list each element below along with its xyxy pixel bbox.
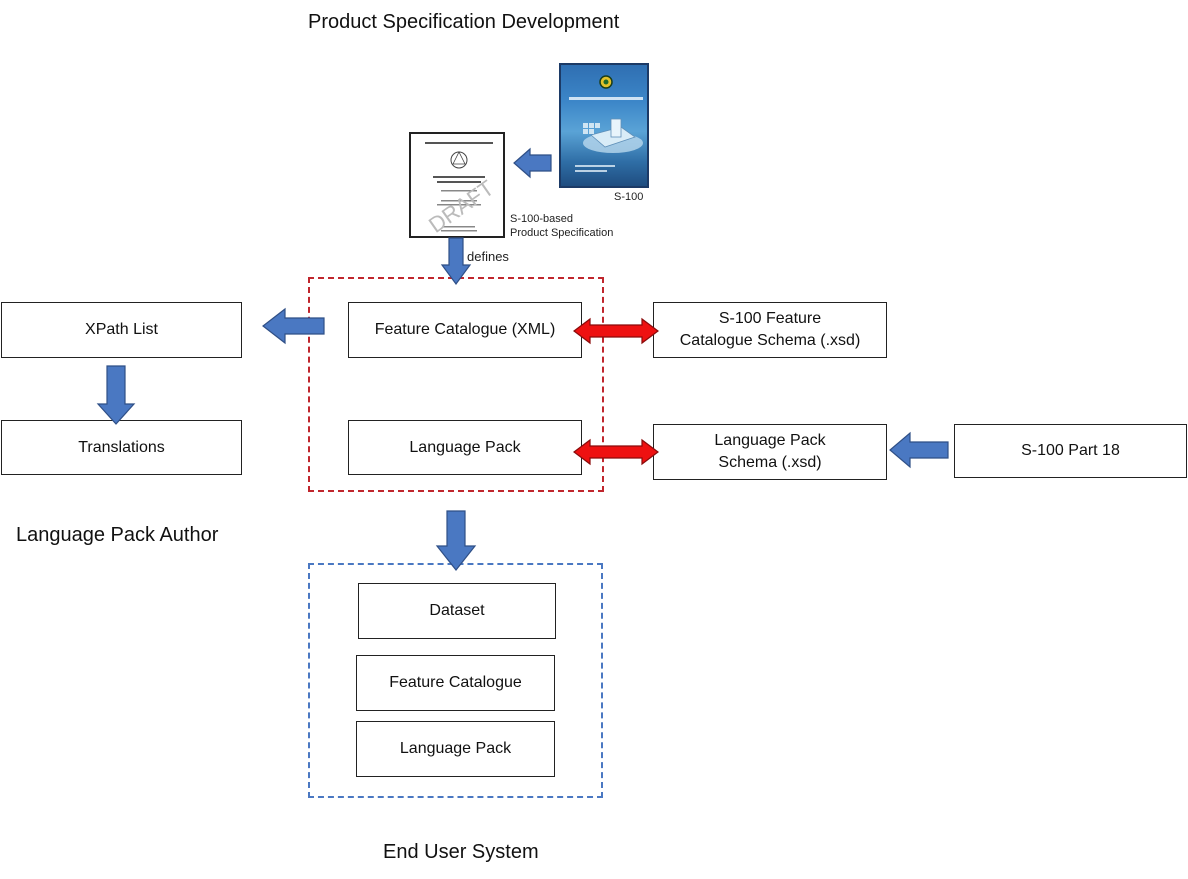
xpath-list-label: XPath List: [85, 321, 158, 338]
left-arrow-icon: [513, 147, 552, 179]
fc-schema-line1: S-100 Feature: [718, 310, 822, 327]
s100-part18-label: S-100 Part 18: [1021, 442, 1120, 459]
defines-label: defines: [467, 249, 509, 264]
down-arrow-icon: [96, 365, 136, 425]
down-arrow-icon: [440, 237, 472, 286]
xpath-list-box: XPath List: [1, 302, 242, 358]
lp-schema-box: Language Pack Schema (.xsd): [653, 424, 887, 480]
end-language-pack-label: Language Pack: [399, 740, 512, 757]
fc-schema-box: S-100 Feature Catalogue Schema (.xsd): [653, 302, 887, 358]
double-arrow-icon: [573, 438, 659, 466]
language-pack-label: Language Pack: [409, 438, 521, 456]
feature-catalogue-xml-label: Feature Catalogue (XML): [374, 321, 556, 338]
language-pack-box: Language Pack: [348, 420, 582, 475]
feature-catalogue-box: Feature Catalogue: [356, 655, 555, 711]
product-spec-caption-line2: Product Specification: [510, 227, 614, 239]
translations-label: Translations: [78, 438, 165, 456]
language-pack-author-heading: Language Pack Author: [16, 524, 219, 546]
dataset-label: Dataset: [429, 602, 485, 619]
fc-schema-line2: Catalogue Schema (.xsd): [679, 332, 861, 349]
lp-schema-line2: Schema (.xsd): [718, 454, 822, 471]
end-user-system-heading: End User System: [383, 841, 539, 863]
end-language-pack-box: Language Pack: [356, 721, 555, 777]
double-arrow-icon: [573, 317, 659, 345]
left-arrow-icon: [889, 431, 949, 469]
translations-box: Translations: [1, 420, 242, 475]
s100-cover-label: S-100: [614, 191, 644, 203]
dataset-box: Dataset: [358, 583, 556, 639]
s100-cover-image: [559, 63, 649, 188]
s100-part18-box: S-100 Part 18: [954, 424, 1187, 478]
feature-catalogue-xml-box: Feature Catalogue (XML): [348, 302, 582, 358]
left-arrow-icon: [262, 307, 325, 345]
lp-schema-line1: Language Pack: [714, 432, 826, 449]
down-arrow-icon: [435, 510, 477, 571]
product-spec-document: DRAFT: [409, 132, 505, 238]
product-spec-development-heading: Product Specification Development: [308, 11, 620, 33]
product-spec-caption-line1: S-100-based: [510, 213, 573, 225]
feature-catalogue-label: Feature Catalogue: [389, 674, 522, 691]
